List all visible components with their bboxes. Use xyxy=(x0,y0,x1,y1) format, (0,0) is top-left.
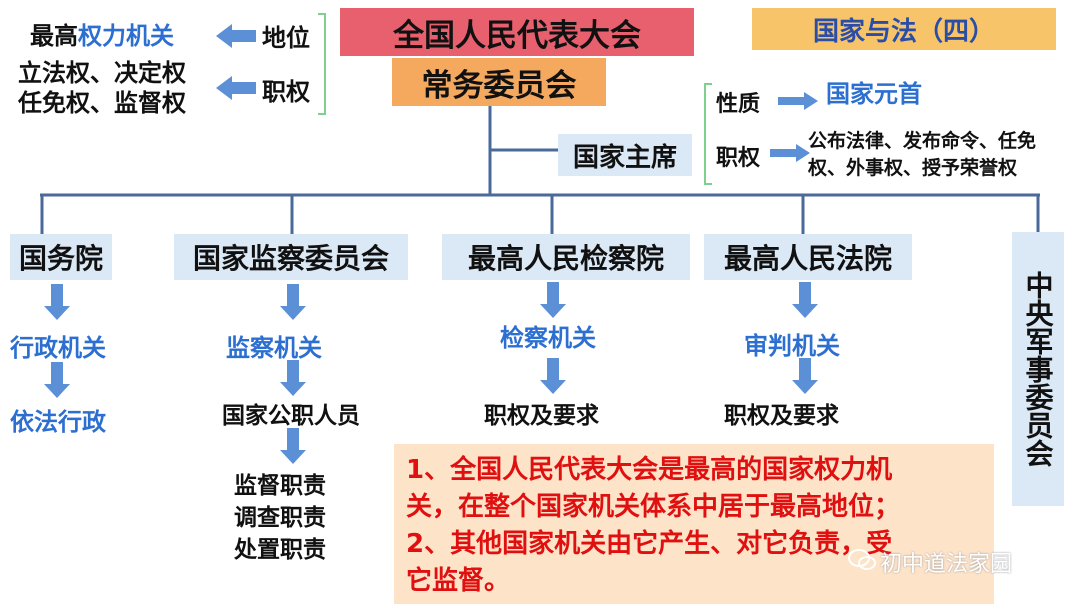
npc-status-label: 地位 xyxy=(262,24,310,52)
note-box: 1、全国人民代表大会是最高的国家权力机 关，在整个国家机关体系中居于最高地位； … xyxy=(394,444,994,604)
arrow-left-icon xyxy=(216,76,256,104)
arrow-right-icon xyxy=(778,92,818,114)
npc-power-line: 任免权、监督权 xyxy=(18,89,186,117)
duty-item: 处置职责 xyxy=(234,537,326,563)
president-power-line: 权、外事权、授予荣誉权 xyxy=(808,157,1018,179)
president-box: 国家主席 xyxy=(558,134,692,176)
watermark-text: 初中道法家园 xyxy=(880,552,1013,577)
president-nature-label: 性质 xyxy=(716,92,761,117)
npc-status-value: 最高权力机关 xyxy=(30,22,174,50)
arrow-down-icon xyxy=(792,358,818,398)
npc-power-line: 立法权、决定权 xyxy=(18,59,186,87)
organ-next: 职权及要求 xyxy=(724,403,839,429)
president-power-label: 职权 xyxy=(716,146,761,171)
military-commission: 中央军事委员会 xyxy=(1012,232,1064,506)
note-line: 2、其他国家机关由它产生、对它负责，受 xyxy=(406,529,893,559)
organ-type: 审判机关 xyxy=(744,332,840,360)
arrow-left-icon xyxy=(216,24,256,52)
arrow-right-icon xyxy=(770,144,810,166)
arrow-down-icon xyxy=(280,284,306,324)
president-powers: 公布法律、发布命令、任免 权、外事权、授予荣誉权 xyxy=(808,128,1036,182)
organ-type: 行政机关 xyxy=(10,334,106,362)
duty-item: 调查职责 xyxy=(234,505,326,531)
standing-committee: 常务委员会 xyxy=(392,58,606,106)
president-nature-value: 国家元首 xyxy=(826,80,922,108)
npc-power-label: 职权 xyxy=(262,78,310,106)
organ-state-council: 国务院 xyxy=(10,234,112,280)
organ-next: 国家公职人员 xyxy=(222,403,360,429)
arrow-down-icon xyxy=(280,360,306,400)
arrow-down-icon xyxy=(44,284,70,324)
note-line: 关，在整个国家机关体系中居于最高地位； xyxy=(406,492,901,522)
arrow-down-icon xyxy=(44,362,70,402)
wechat-icon xyxy=(848,548,876,576)
organ-next: 依法行政 xyxy=(10,408,106,436)
organ-next: 职权及要求 xyxy=(484,403,599,429)
arrow-down-icon xyxy=(540,282,566,322)
organ-procuratorate: 最高人民检察院 xyxy=(442,234,690,280)
organ-type: 监察机关 xyxy=(226,334,322,362)
organ-type: 检察机关 xyxy=(500,324,596,352)
organ-court: 最高人民法院 xyxy=(704,234,912,280)
npc-powers: 立法权、决定权 任免权、监督权 xyxy=(18,58,186,118)
title-badge: 国家与法（四） xyxy=(752,8,1056,50)
npc-title: 全国人民代表大会 xyxy=(340,8,694,56)
arrow-down-icon xyxy=(792,282,818,322)
note-line: 它监督。 xyxy=(406,566,511,596)
arrow-down-icon xyxy=(280,428,306,468)
supervisory-duties: 监督职责 调查职责 处置职责 xyxy=(234,470,326,566)
president-power-line: 公布法律、发布命令、任免 xyxy=(808,130,1037,152)
duty-item: 监督职责 xyxy=(234,473,326,499)
note-line: 1、全国人民代表大会是最高的国家权力机 xyxy=(406,455,893,485)
organ-supervisory-commission: 国家监察委员会 xyxy=(174,234,408,280)
arrow-down-icon xyxy=(540,358,566,398)
